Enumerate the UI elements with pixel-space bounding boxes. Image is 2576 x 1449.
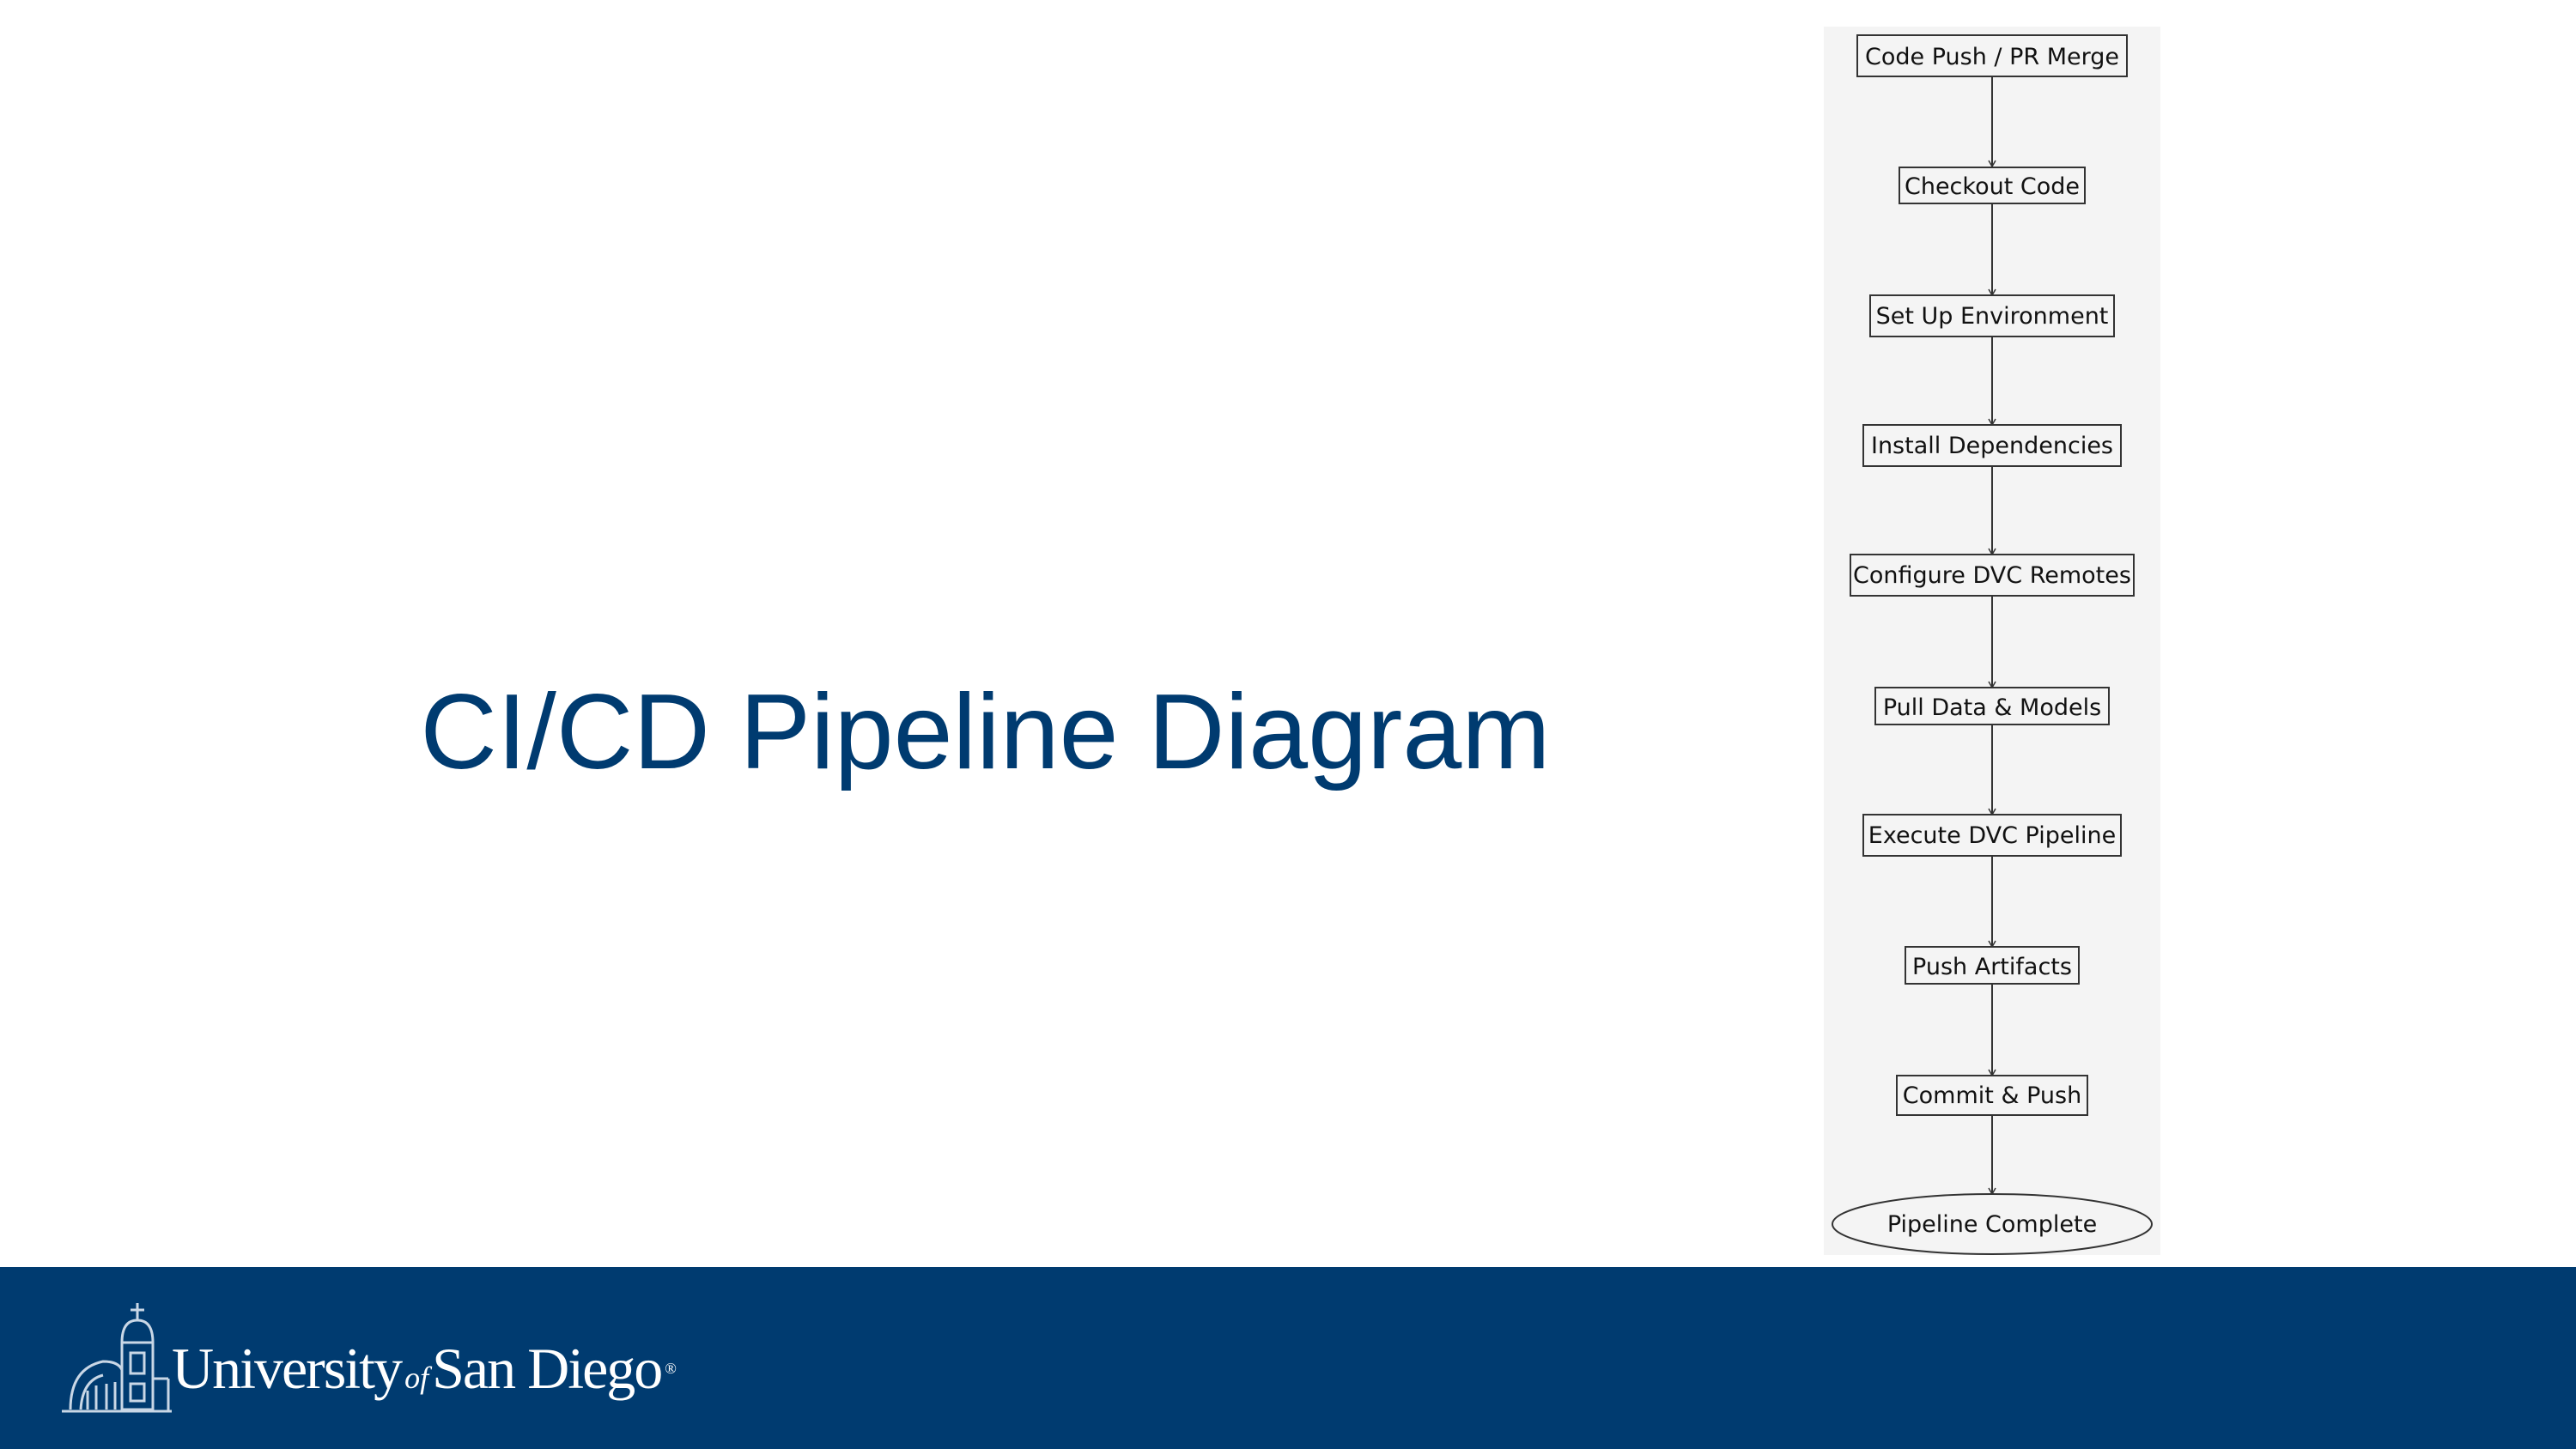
flow-step-configure-dvc: Configure DVC Remotes <box>1850 554 2135 597</box>
flow-step-label: Execute DVC Pipeline <box>1868 822 2116 849</box>
flow-end-label: Pipeline Complete <box>1887 1211 2097 1238</box>
flow-step-label: Push Artifacts <box>1912 954 2072 980</box>
flow-end-pipeline-complete: Pipeline Complete <box>1832 1193 2153 1255</box>
flow-step-label: Checkout Code <box>1905 173 2080 200</box>
flow-step-checkout: Checkout Code <box>1899 167 2086 204</box>
wordmark-san-diego: San Diego <box>432 1336 663 1401</box>
flow-step-code-push: Code Push / PR Merge <box>1856 34 2128 77</box>
flow-step-execute-pipeline: Execute DVC Pipeline <box>1862 814 2122 857</box>
flow-step-push-artifacts: Push Artifacts <box>1905 946 2080 985</box>
flow-step-label: Code Push / PR Merge <box>1865 44 2119 70</box>
flow-step-label: Install Dependencies <box>1871 433 2113 459</box>
flow-step-label: Commit & Push <box>1903 1082 2081 1109</box>
pipeline-flowchart: Code Push / PR Merge Checkout Code Set U… <box>1824 27 2160 1255</box>
registered-mark: ® <box>665 1360 677 1377</box>
mission-building-icon <box>62 1303 172 1413</box>
flow-step-commit-push: Commit & Push <box>1896 1075 2088 1116</box>
flow-step-install-deps: Install Dependencies <box>1862 424 2122 467</box>
flow-step-label: Configure DVC Remotes <box>1853 562 2131 589</box>
wordmark-of: of <box>404 1361 429 1395</box>
wordmark-university: University <box>172 1336 403 1401</box>
flow-step-label: Set Up Environment <box>1876 303 2109 330</box>
flow-step-label: Pull Data & Models <box>1883 694 2101 721</box>
slide-title: CI/CD Pipeline Diagram <box>420 673 1551 791</box>
flow-step-setup-env: Set Up Environment <box>1869 294 2115 337</box>
flow-step-pull-data: Pull Data & Models <box>1874 687 2110 725</box>
